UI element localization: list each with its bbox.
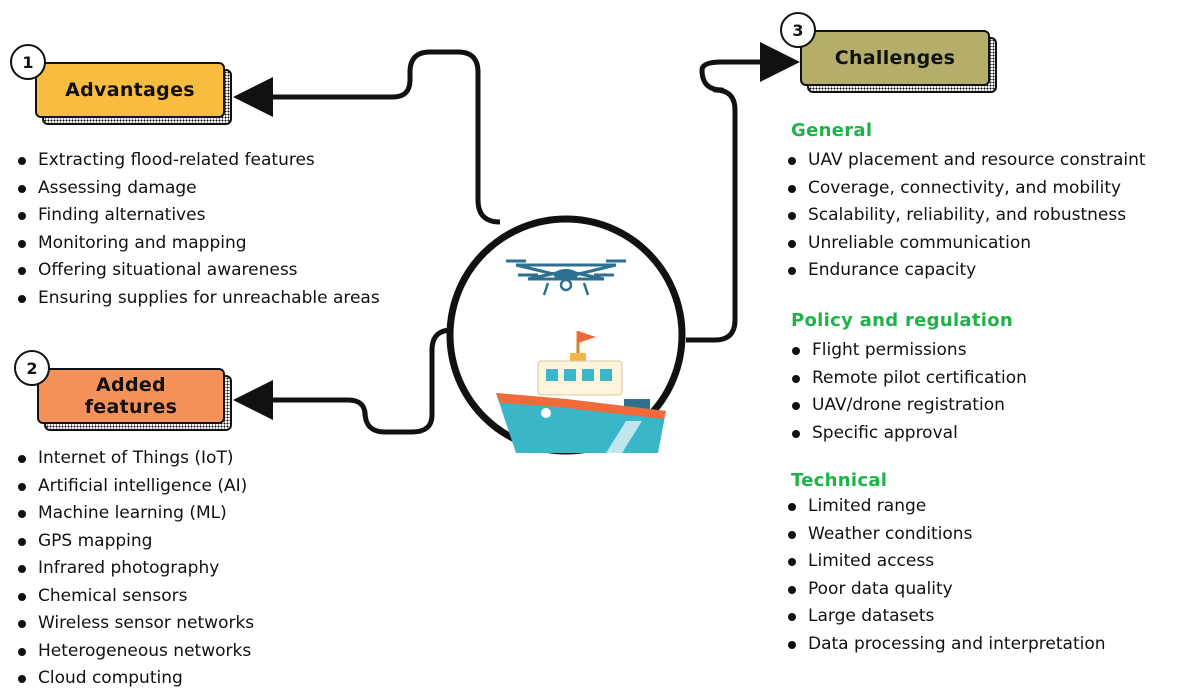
added-features-list: Internet of Things (IoT)Artificial intel… <box>16 445 254 693</box>
technical-item: Limited range <box>786 493 1106 521</box>
advantages-item: Finding alternatives <box>16 202 380 230</box>
advantages-label-face: Advantages <box>35 62 225 118</box>
added-features-item: GPS mapping <box>16 528 254 556</box>
advantages-item: Offering situational awareness <box>16 257 380 285</box>
added-features-item: Machine learning (ML) <box>16 500 254 528</box>
added-features-item: Internet of Things (IoT) <box>16 445 254 473</box>
added-features-item: Infrared photography <box>16 555 254 583</box>
policy-item: UAV/drone registration <box>790 392 1027 420</box>
added-features-number: 2 <box>26 358 38 378</box>
advantages-item: Assessing damage <box>16 175 380 203</box>
technical-item: Weather conditions <box>786 521 1106 549</box>
policy-heading: Policy and regulation <box>791 310 1014 331</box>
technical-item: Large datasets <box>786 603 1106 631</box>
center-illustration <box>446 215 686 455</box>
added-features-item: Chemical sensors <box>16 583 254 611</box>
advantages-number: 1 <box>22 52 34 72</box>
added-features-item: Artificial intelligence (AI) <box>16 473 254 501</box>
policy-item: Specific approval <box>790 420 1027 448</box>
technical-item: Poor data quality <box>786 576 1106 604</box>
challenges-label-face: Challenges <box>800 30 990 86</box>
added-features-item: Cloud computing <box>16 665 254 693</box>
technical-item: Data processing and interpretation <box>786 631 1106 659</box>
added-features-item: Heterogeneous networks <box>16 638 254 666</box>
challenges-title: Challenges <box>834 47 956 69</box>
general-heading: General <box>791 120 873 141</box>
drone-icon <box>506 259 626 296</box>
connector-advantages <box>233 49 501 225</box>
challenges-label: Challenges <box>800 30 997 93</box>
added-features-number-badge: 2 <box>14 350 50 386</box>
general-item: UAV placement and resource constraint <box>786 147 1146 175</box>
policy-item: Remote pilot certification <box>790 365 1027 393</box>
challenges-number: 3 <box>792 20 804 40</box>
technical-heading: Technical <box>791 470 888 491</box>
added-features-label-face: Added features <box>37 368 225 424</box>
added-features-title-line1: Added <box>96 374 166 396</box>
advantages-item: Monitoring and mapping <box>16 230 380 258</box>
general-item: Endurance capacity <box>786 257 1146 285</box>
advantages-number-badge: 1 <box>10 44 46 80</box>
added-features-label: Added features <box>37 368 232 431</box>
general-item: Unreliable communication <box>786 230 1146 258</box>
connector-added-features <box>233 327 453 435</box>
advantages-title: Advantages <box>65 79 195 101</box>
challenges-number-badge: 3 <box>780 12 816 48</box>
advantages-label: Advantages <box>35 62 232 125</box>
policy-item: Flight permissions <box>790 337 1027 365</box>
connector-challenges <box>686 42 800 343</box>
technical-item: Limited access <box>786 548 1106 576</box>
general-item: Coverage, connectivity, and mobility <box>786 175 1146 203</box>
advantages-item: Extracting flood-related features <box>16 147 380 175</box>
boat-icon <box>496 331 666 453</box>
added-features-item: Wireless sensor networks <box>16 610 254 638</box>
added-features-title-line2: features <box>84 396 178 418</box>
advantages-item: Ensuring supplies for unreachable areas <box>16 285 380 313</box>
general-item: Scalability, reliability, and robustness <box>786 202 1146 230</box>
